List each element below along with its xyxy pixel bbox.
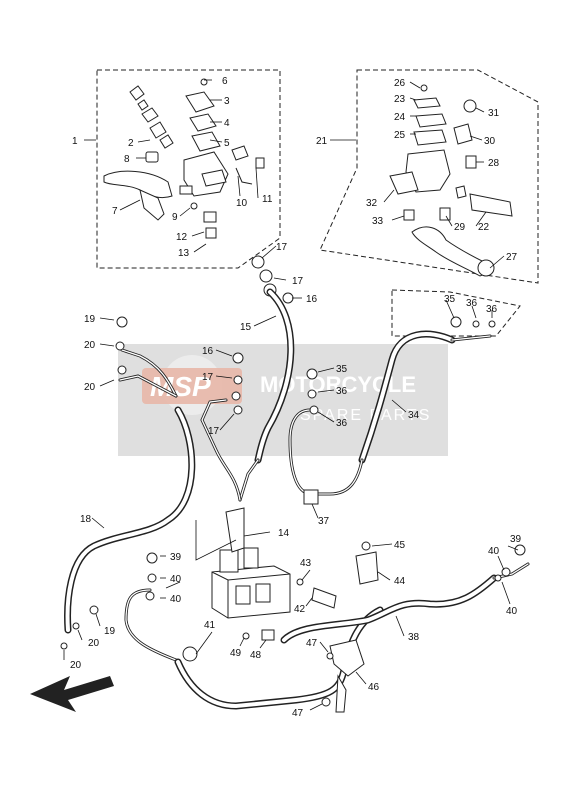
callout-45: 45 [394, 540, 406, 551]
callout-9: 9 [172, 212, 178, 223]
left-master-cylinder [103, 78, 265, 239]
callout-36a: 36 [466, 298, 478, 309]
abs-hydraulic-unit [211, 547, 291, 619]
callout-39a: 39 [170, 552, 182, 563]
callout-6: 6 [222, 76, 228, 87]
callout-19a: 19 [84, 314, 96, 325]
callout-47b: 47 [292, 708, 304, 719]
callout-30: 30 [484, 136, 496, 147]
callout-7: 7 [112, 206, 118, 217]
right-master-cylinder [389, 84, 513, 277]
callout-35a: 35 [444, 294, 456, 305]
callout-36d: 36 [336, 418, 348, 429]
callout-15: 15 [240, 322, 252, 333]
callout-36b: 36 [486, 304, 498, 315]
callout-25: 25 [394, 130, 406, 141]
callout-5: 5 [224, 138, 230, 149]
callout-22: 22 [478, 222, 490, 233]
callout-20a: 20 [84, 340, 96, 351]
front-direction-arrow-icon [30, 676, 114, 712]
watermark-line2: SPARE PARTS [300, 407, 431, 424]
callout-16a: 16 [306, 294, 318, 305]
rear-hose-box [391, 289, 521, 337]
callout-2: 2 [128, 138, 134, 149]
callout-46: 46 [368, 682, 380, 693]
left-master-cylinder-box [96, 69, 281, 269]
callout-41: 41 [204, 620, 216, 631]
callout-18: 18 [80, 514, 92, 525]
callout-40c: 40 [488, 546, 500, 557]
callout-48: 48 [250, 650, 262, 661]
callout-10: 10 [236, 198, 248, 209]
callout-4: 4 [224, 118, 230, 129]
callout-31: 31 [488, 108, 500, 119]
callout-13: 13 [178, 248, 190, 259]
callout-37: 37 [318, 516, 330, 527]
callout-47a: 47 [306, 638, 318, 649]
callout-20b: 20 [84, 382, 96, 393]
callout-39b: 39 [510, 534, 522, 545]
callout-16b: 16 [202, 346, 214, 357]
callout-27: 27 [506, 252, 518, 263]
callout-42: 42 [294, 604, 306, 615]
callout-44: 44 [394, 576, 406, 587]
callout-20c: 20 [88, 638, 100, 649]
callout-32: 32 [366, 198, 378, 209]
callout-28: 28 [488, 158, 500, 169]
callout-40a: 40 [170, 574, 182, 585]
callout-17c: 17 [202, 372, 214, 383]
callout-23: 23 [394, 94, 406, 105]
callout-29: 29 [454, 222, 466, 233]
callout-35b: 35 [336, 364, 348, 375]
callout-40d: 40 [506, 606, 518, 617]
callout-1: 1 [72, 136, 78, 147]
callout-38: 38 [408, 632, 420, 643]
callout-36c: 36 [336, 386, 348, 397]
callout-12: 12 [176, 232, 188, 243]
callout-21: 21 [316, 136, 328, 147]
callout-33: 33 [372, 216, 384, 227]
callout-17d: 17 [208, 426, 220, 437]
callout-17b: 17 [292, 276, 304, 287]
callout-3: 3 [224, 96, 230, 107]
callout-24: 24 [394, 112, 406, 123]
callout-40b: 40 [170, 594, 182, 605]
callout-20d: 20 [70, 660, 82, 671]
callout-17a: 17 [276, 242, 288, 253]
callout-8: 8 [124, 154, 130, 165]
callout-26: 26 [394, 78, 406, 89]
callout-43: 43 [300, 558, 312, 569]
callout-11: 11 [262, 194, 273, 205]
callout-19b: 19 [104, 626, 116, 637]
right-master-cylinder-box [319, 69, 539, 284]
callout-34: 34 [408, 410, 420, 421]
callout-49: 49 [230, 648, 242, 659]
callout-14: 14 [278, 528, 290, 539]
